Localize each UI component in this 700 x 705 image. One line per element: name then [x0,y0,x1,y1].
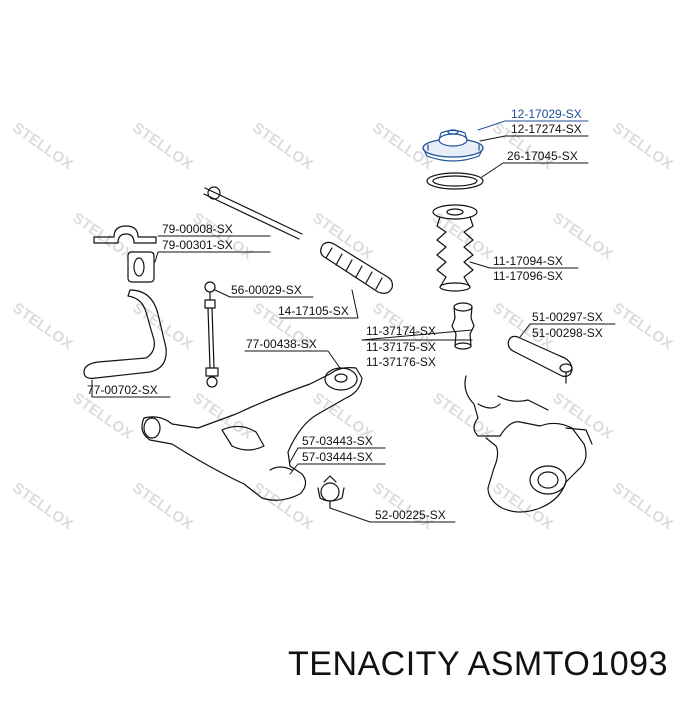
label-control-arm-a: 57-03443-SX [302,434,373,448]
clamp-icon [93,225,157,244]
label-bump-stop-c: 11-37176-SX [366,355,436,369]
label-steering-boot: 14-17105-SX [278,304,349,318]
top-mount-icon [422,129,484,162]
label-spring-pad: 26-17045-SX [507,149,578,163]
steering-knuckle-icon [464,375,593,513]
watermark-text: STELLOX [69,390,135,444]
watermark-text: STELLOX [549,390,615,444]
watermark-text: STELLOX [309,210,375,264]
steering-boot-icon [320,241,393,294]
leader-lines [91,120,616,523]
label-tie-rod-end-a: 51-00297-SX [532,310,603,324]
watermark-text: STELLOX [69,210,135,264]
watermark-text: STELLOX [609,300,675,354]
watermark-text: STELLOX [9,300,75,354]
watermark-text: STELLOX [9,480,75,534]
ball-joint-icon [317,475,345,509]
watermark-text: STELLOX [609,120,675,174]
caption-title: TENACITY ASMTO1093 [288,645,668,683]
bump-stop-icon [451,302,475,350]
label-control-arm-b: 57-03444-SX [302,450,373,464]
watermark-text: STELLOX [129,120,195,174]
stabilizer-bar-icon [83,289,167,379]
label-stab-link: 56-00029-SX [231,283,302,297]
label-stab-bushing: 79-00301-SX [162,238,233,252]
watermark-text: STELLOX [429,390,495,444]
stabilizer-link-icon [204,281,219,388]
watermark-text: STELLOX [129,300,195,354]
control-arm-icon [141,367,363,501]
dust-boot-icon [432,204,478,292]
label-dust-boot-b: 11-17096-SX [493,269,563,283]
watermark-text: STELLOX [249,480,315,534]
tie-rod-end-icon [507,335,573,384]
watermark-text: STELLOX [129,480,195,534]
watermark-text: STELLOX [369,480,435,534]
watermark-text: STELLOX [9,120,75,174]
label-rear-bushing: 77-00438-SX [246,337,317,351]
label-dust-boot-a: 11-17094-SX [493,254,563,268]
stabilizer-bushing-icon [127,251,155,283]
watermark-text: STELLOX [189,390,255,444]
label-tie-rod-end-b: 51-00298-SX [532,326,603,340]
label-bump-stop-b: 11-37175-SX [366,340,436,354]
watermark-text: STELLOX [609,480,675,534]
label-bump-stop-a: 11-37174-SX [366,324,436,338]
label-stabilizer-bar: 77-00702-SX [87,383,158,397]
watermark-text: STELLOX [249,120,315,174]
label-top-mount-alt: 12-17274-SX [511,122,582,136]
label-ball-joint: 52-00225-SX [375,508,446,522]
label-clamp: 79-00008-SX [162,222,233,236]
label-top-mount-main: 12-17029-SX [511,107,582,121]
spring-pad-icon [426,172,484,190]
inner-tie-rod-icon [203,186,303,240]
